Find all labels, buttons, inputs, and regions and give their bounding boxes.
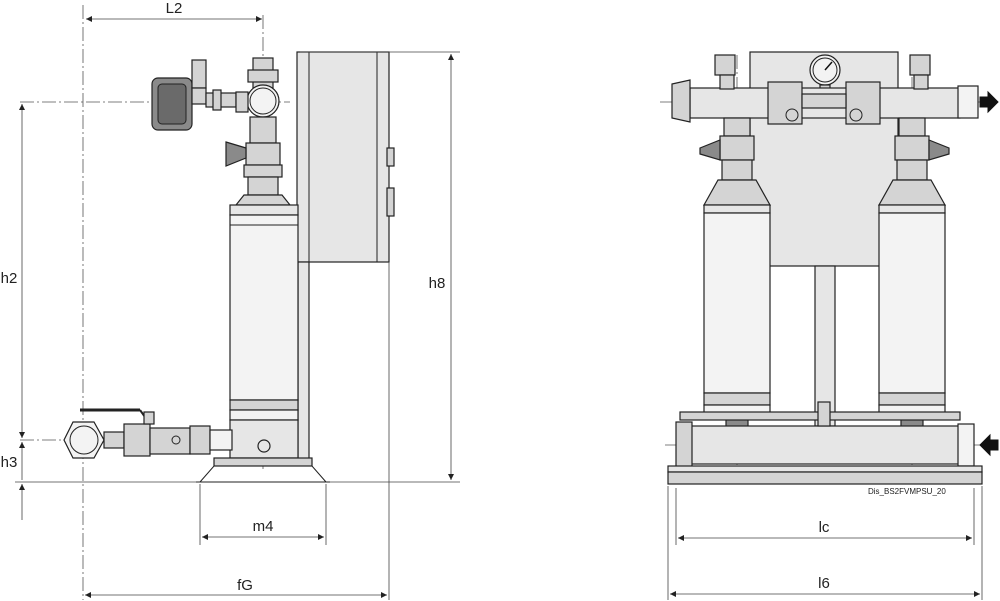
dimension-lc: lc (675, 488, 975, 545)
drawing-code: Dis_BS2FVMPSU_20 (868, 487, 946, 496)
dimension-h3: h3 (1, 442, 196, 520)
front-base (667, 465, 983, 485)
discharge-manifold (671, 54, 999, 125)
dimension-m4: m4 (199, 484, 327, 545)
side-base (196, 457, 330, 483)
dimension-fG: fG (85, 262, 390, 600)
pressure-switch (151, 59, 237, 131)
label-fG: fG (237, 577, 253, 594)
dimension-L2: L2 (86, 0, 262, 22)
dimension-h2: h2 (1, 104, 25, 438)
outlet-arrow-icon (979, 90, 999, 114)
side-view: L2 h2 h3 h8 m4 (1, 0, 460, 600)
inlet-arrow-icon (979, 433, 999, 457)
label-h8: h8 (429, 275, 446, 292)
dimension-h8: h8 (300, 51, 460, 483)
suction-manifold (675, 401, 999, 469)
label-m4: m4 (253, 518, 274, 535)
label-h2: h2 (1, 270, 18, 287)
label-h3: h3 (1, 454, 18, 471)
dimension-l6: l6 (667, 486, 983, 600)
side-suction-assembly (63, 408, 233, 459)
side-pump (229, 204, 299, 459)
control-box (296, 51, 395, 461)
front-view: Dis_BS2FVMPSU_20 lc l6 (660, 51, 999, 600)
side-discharge-assembly (225, 57, 292, 206)
label-L2: L2 (166, 0, 183, 17)
front-pump-left (699, 117, 772, 428)
label-lc: lc (819, 519, 830, 536)
front-pump-right (877, 117, 950, 428)
label-l6: l6 (818, 575, 830, 592)
